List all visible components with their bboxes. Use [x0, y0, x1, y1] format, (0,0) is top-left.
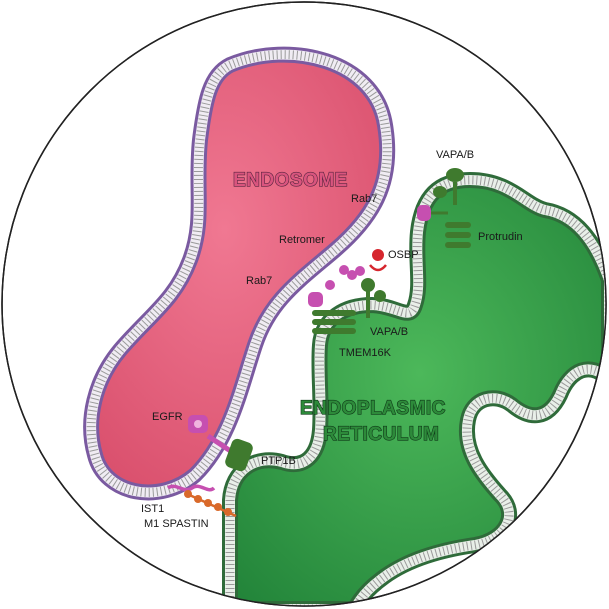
er-title-line2: RETICULUM	[323, 424, 439, 445]
label-vapab-top: VAPA/B	[436, 149, 474, 161]
er-title-line1: ENDOPLASMIC	[300, 398, 446, 419]
label-retromer: Retromer	[279, 234, 325, 246]
label-rab7-mid: Rab7	[246, 275, 272, 287]
label-ptp1b: PTP1B	[261, 455, 296, 467]
label-protrudin: Protrudin	[478, 231, 523, 243]
label-vapab-mid: VAPA/B	[370, 326, 408, 338]
label-rab7-top: Rab7	[351, 193, 377, 205]
label-ist1: IST1	[141, 503, 164, 515]
protrudin-protein	[445, 222, 471, 248]
label-osbp: OSBP	[388, 249, 419, 261]
label-m1-spastin: M1 SPASTIN	[144, 518, 209, 530]
label-tmem16k: TMEM16K	[339, 347, 392, 359]
endosome-title: ENDOSOME	[233, 170, 348, 191]
label-egfr: EGFR	[152, 411, 183, 423]
tmem16k-protein	[312, 310, 356, 334]
